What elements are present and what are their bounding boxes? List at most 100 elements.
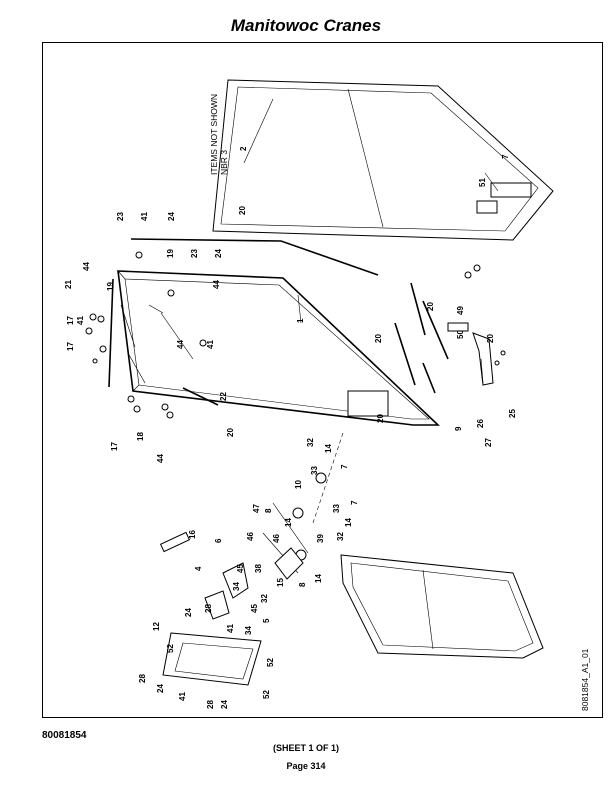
page-title: Manitowoc Cranes: [230, 16, 382, 35]
part-label: 41: [76, 316, 85, 325]
part-label: 23: [190, 249, 199, 258]
part-labels: 2 7 51 20 23 41 24 19 23 24 44 19 21 44 …: [64, 146, 517, 709]
part-label: 33: [310, 466, 319, 475]
leader-lines: [148, 98, 499, 384]
part-label: 14: [324, 444, 333, 453]
document-number: 80081854: [42, 730, 87, 741]
part-label: 46: [272, 534, 281, 543]
part-label: 38: [254, 564, 263, 573]
part-label: 46: [246, 532, 255, 541]
part-label: 14: [314, 574, 323, 583]
part-label: 44: [82, 262, 91, 271]
part-label: 23: [116, 212, 125, 221]
part-label: 20: [226, 428, 235, 437]
part-label: 41: [226, 624, 235, 633]
part-label: 32: [336, 532, 345, 541]
part-label: 45: [236, 564, 245, 573]
part-label: 18: [136, 432, 145, 441]
door-handle: [490, 182, 532, 198]
part-label: 45: [250, 604, 259, 613]
part-label: 6: [214, 538, 223, 543]
fastener-group: [85, 251, 506, 419]
part-label: 1: [296, 318, 305, 323]
part-label: 20: [238, 206, 247, 215]
frame-latch-block: [347, 390, 389, 417]
sheet-indicator: (SHEET 1 OF 1): [272, 743, 339, 753]
part-label: 51: [478, 178, 487, 187]
part-label: 50: [456, 330, 465, 339]
part-label: 41: [206, 340, 215, 349]
part-label: 10: [294, 480, 303, 489]
part-label: 28: [204, 604, 213, 613]
part-label: 24: [220, 700, 229, 709]
part-label: 19: [166, 249, 175, 258]
door-frame: [117, 270, 441, 426]
part-label: 20: [376, 414, 385, 423]
door-glass-panel: [212, 79, 554, 241]
part-label: 41: [178, 692, 187, 701]
part-label: 14: [344, 518, 353, 527]
part-label: 34: [232, 582, 241, 591]
part-label: 47: [252, 504, 261, 513]
part-label: 21: [64, 280, 73, 289]
part-label: 12: [152, 622, 161, 631]
part-label: 24: [156, 684, 165, 693]
part-label: 32: [306, 438, 315, 447]
page-number: Page 314: [286, 761, 326, 771]
part-label: 7: [340, 464, 349, 469]
part-label: 20: [374, 334, 383, 343]
part-label: 9: [454, 426, 463, 431]
part-label: 52: [266, 658, 275, 667]
part-label: 28: [138, 674, 147, 683]
weather-strips: [130, 238, 449, 406]
part-label: 15: [276, 578, 285, 587]
part-label: 44: [156, 454, 165, 463]
part-label: 8: [264, 508, 273, 513]
part-label: 39: [316, 534, 325, 543]
part-label: 32: [260, 594, 269, 603]
part-label: 26: [476, 419, 485, 428]
part-label: 27: [484, 438, 493, 447]
part-label: 33: [332, 504, 341, 513]
side-rail-pieces: [108, 278, 194, 388]
part-label: 25: [508, 409, 517, 418]
part-label: 17: [66, 316, 75, 325]
note-items-not-shown: ITEMS NOT SHOWN: [209, 94, 219, 175]
part-label: 22: [219, 392, 228, 401]
part-label: 28: [206, 700, 215, 709]
diagram-frame: ITEMS NOT SHOWN NBR 3 8081854_A1_01 2 7 …: [42, 42, 603, 718]
part-label: 7: [501, 154, 510, 159]
door-latch-plate: [476, 200, 498, 214]
hinge-parts: [447, 322, 494, 386]
part-label: 20: [486, 334, 495, 343]
part-label: 5: [262, 618, 271, 623]
door-window-panel: [340, 554, 544, 659]
part-label: 4: [194, 566, 203, 571]
part-label: 17: [66, 342, 75, 351]
part-label: 7: [350, 500, 359, 505]
exploded-parts-diagram: ITEMS NOT SHOWN NBR 3 8081854_A1_01 2 7 …: [64, 79, 590, 711]
part-label: 24: [214, 249, 223, 258]
part-label: 16: [188, 530, 197, 539]
drawing-id: 8081854_A1_01: [580, 648, 590, 711]
handle-mount-bracket: [162, 632, 262, 686]
latch-linkage: [159, 432, 344, 580]
part-label: 34: [244, 626, 253, 635]
part-label: 14: [284, 518, 293, 527]
part-label: 24: [184, 608, 193, 617]
lock-assemblies: [204, 562, 249, 620]
note-text: ITEMS NOT SHOWN NBR 3 8081854_A1_01: [209, 94, 590, 711]
hinge-pin: [447, 322, 469, 332]
part-label: 52: [262, 690, 271, 699]
part-label: 52: [166, 644, 175, 653]
part-label: 20: [426, 302, 435, 311]
part-label: 49: [456, 306, 465, 315]
part-label: 24: [167, 212, 176, 221]
part-label: 41: [140, 212, 149, 221]
latch-handle-grip: [159, 531, 191, 553]
part-label: 17: [110, 442, 119, 451]
part-label: 2: [239, 146, 248, 151]
part-label: 19: [106, 282, 115, 291]
part-label: 44: [176, 340, 185, 349]
part-label: 8: [298, 582, 307, 587]
